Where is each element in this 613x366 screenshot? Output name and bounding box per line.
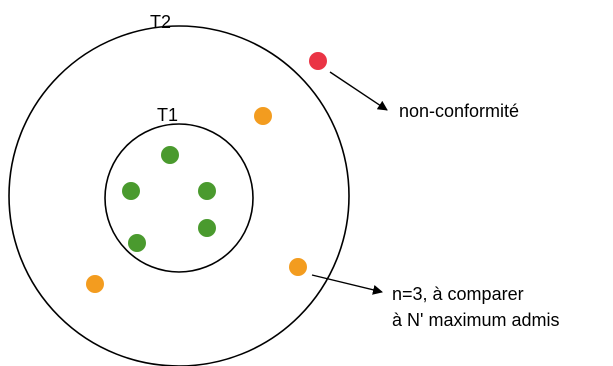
count-label-line1: n=3, à comparer — [392, 284, 524, 304]
conforming-point — [198, 219, 216, 237]
outer-circle-t2 — [8, 25, 350, 366]
conforming-points — [122, 146, 216, 252]
nonconformity-arrow — [329, 71, 388, 111]
count-label-line2: à N' maximum admis — [392, 310, 559, 330]
conforming-point — [128, 234, 146, 252]
nonconforming-point — [309, 52, 327, 70]
count-arrow — [311, 274, 383, 295]
inner-circle-t1 — [104, 123, 254, 273]
tolerated-point — [254, 107, 272, 125]
conforming-point — [122, 182, 140, 200]
conforming-point — [161, 146, 179, 164]
conforming-point — [198, 182, 216, 200]
inner-circle-label: T1 — [157, 105, 178, 125]
tolerated-points — [86, 107, 307, 293]
outer-circle-label: T2 — [150, 12, 171, 32]
nonconforming-points — [309, 52, 327, 70]
nonconformity-label: non-conformité — [399, 101, 519, 121]
tolerated-point — [289, 258, 307, 276]
tolerated-point — [86, 275, 104, 293]
